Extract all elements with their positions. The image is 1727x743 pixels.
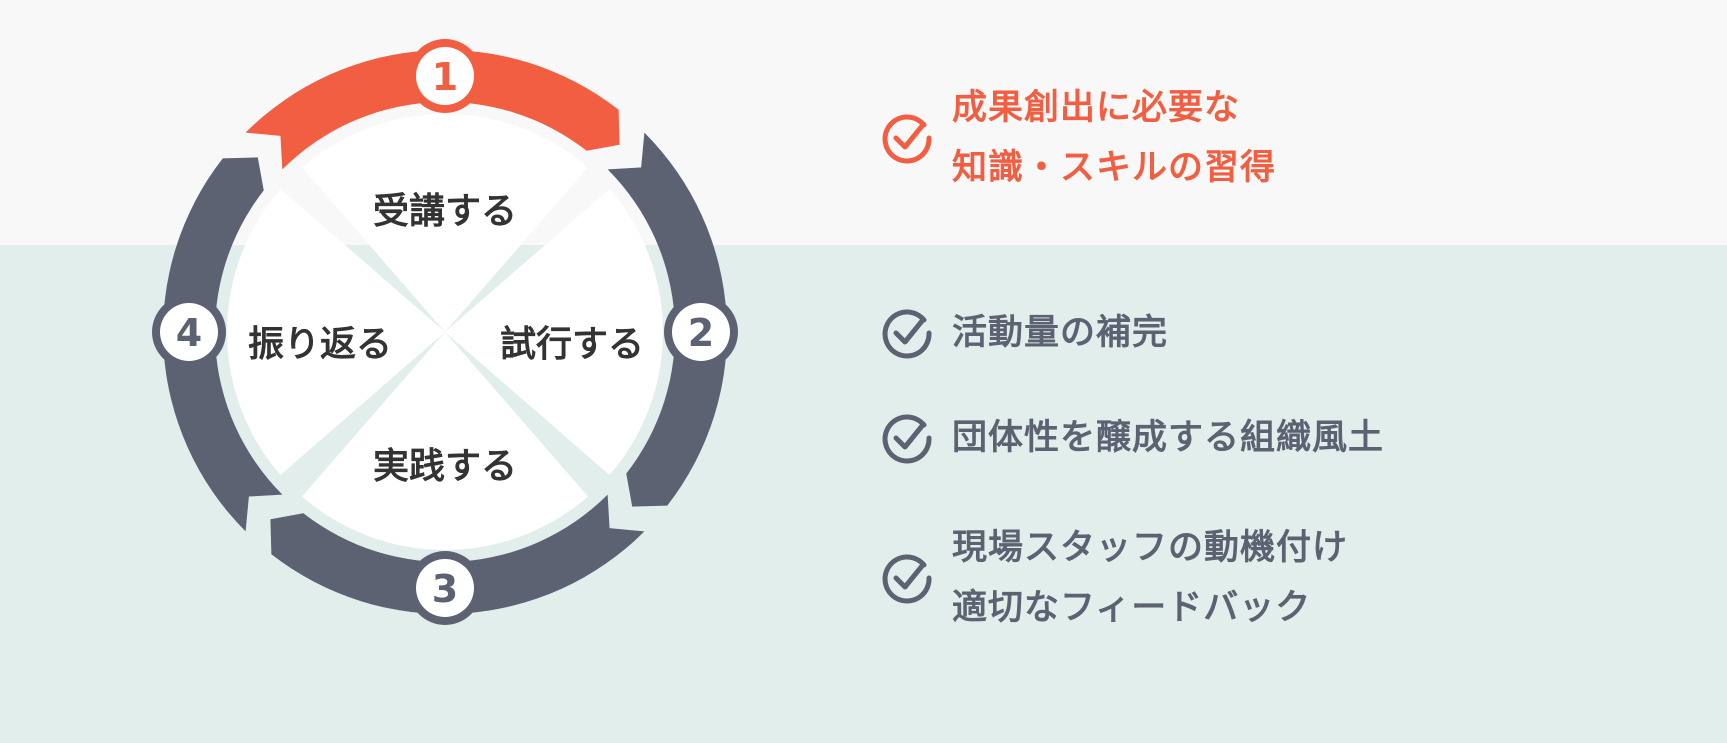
- cycle-arrow-4: [163, 157, 283, 532]
- outcome-highlight-line-1: 成果創出に必要な: [952, 88, 1241, 128]
- outcome-item-3: 現場スタッフの動機付け 適切なフィードバック: [880, 518, 1348, 638]
- outcome-item-1: 活動量の補完: [880, 303, 1168, 363]
- outcome-item-2: 団体性を醸成する組織風土: [880, 408, 1384, 468]
- step-badge-3: 3: [408, 551, 482, 625]
- step-label-try: 試行する: [500, 324, 644, 365]
- cycle-badges: 1 2 3 4: [152, 39, 738, 625]
- step-badge-4: 4: [152, 295, 226, 369]
- outcome-item-1-line-1: 活動量の補完: [952, 313, 1169, 353]
- check-circle-icon: [882, 554, 932, 604]
- outcome-item-3-line-1: 現場スタッフの動機付け: [952, 528, 1349, 568]
- step-number-2: 2: [688, 311, 714, 355]
- cycle-sector-1: [301, 113, 589, 333]
- outcome-highlight: 成果創出に必要な 知識・スキルの習得: [880, 78, 1276, 198]
- step-number-3: 3: [432, 567, 458, 611]
- step-number-1: 1: [432, 55, 458, 99]
- check-circle-icon: [882, 309, 932, 359]
- step-number-4: 4: [176, 311, 202, 355]
- check-circle-icon: [882, 414, 932, 464]
- cycle-sector-4: [226, 188, 445, 476]
- cycle-sector-2: [445, 188, 663, 476]
- check-circle-icon: [882, 114, 932, 164]
- cycle-sector-3: [301, 332, 589, 551]
- step-label-practice: 実践する: [373, 446, 517, 487]
- cycle-sectors: [226, 113, 663, 551]
- step-badge-2: 2: [664, 295, 738, 369]
- outcome-highlight-line-2: 知識・スキルの習得: [952, 148, 1277, 188]
- cycle-arrows: [163, 49, 727, 614]
- step-label-attend: 受講する: [373, 190, 517, 232]
- step-label-reflect: 振り返る: [248, 324, 392, 365]
- cycle-arrow-1: [245, 49, 620, 170]
- cycle-arrow-3: [270, 494, 645, 614]
- cycle-arrow-2: [607, 132, 727, 507]
- outcome-item-3-line-2: 適切なフィードバック: [952, 588, 1312, 628]
- outcome-item-2-line-1: 団体性を醸成する組織風土: [952, 418, 1385, 458]
- step-badge-1: 1: [408, 39, 482, 113]
